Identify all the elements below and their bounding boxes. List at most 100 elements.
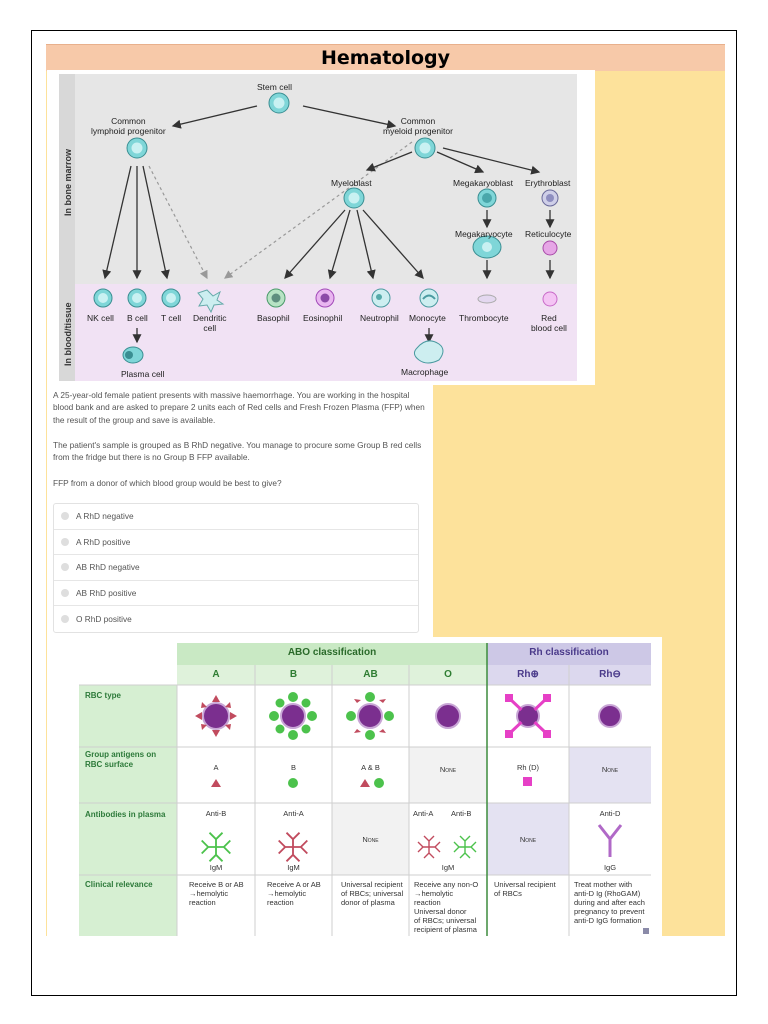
clinical-a-text: Receive B or AB →hemolytic reaction	[189, 880, 244, 907]
t-cell-label: T cell	[161, 313, 182, 323]
anti-d-igg-icon	[597, 824, 623, 857]
antigen-o-text: None	[439, 765, 457, 774]
myeloid-progenitor-label: Common myeloid progenitor	[383, 116, 453, 136]
nk-cell-label: NK cell	[87, 313, 114, 323]
myeloblast-label: Myeloblast	[331, 178, 372, 188]
megakaryoblast-shape	[477, 188, 497, 208]
dendritic-cell-shape	[197, 289, 225, 314]
macrophage-label: Macrophage	[401, 367, 449, 377]
reticulocyte-shape	[542, 240, 558, 256]
lymphoid-progenitor-shape	[126, 137, 148, 159]
anti-b-antibody-icon	[200, 831, 232, 863]
hematopoiesis-diagram: In bone marrow In blood/tissue Stem cell…	[47, 70, 595, 385]
rbc-ab-shape	[346, 692, 394, 740]
thrombocyte-shape	[477, 294, 497, 304]
rbc-b-shape	[269, 692, 317, 740]
basophil-label: Basophil	[257, 313, 290, 323]
red-blood-cell-label: Red blood cell	[531, 313, 567, 333]
question-prompt: FFP from a donor of which blood group wo…	[53, 478, 282, 488]
rh-classification-header: Rh classification	[529, 647, 609, 658]
igm-label-b: IgM	[287, 863, 300, 872]
reticulocyte-label: Reticulocyte	[525, 229, 572, 239]
t-cell-shape	[161, 288, 181, 308]
antibody-o-anti-b-label: Anti-B	[451, 809, 472, 818]
answer-option-label: O RhD positive	[76, 613, 132, 624]
o-anti-a-antibody-icon	[417, 835, 441, 859]
corner-mark	[643, 928, 649, 934]
red-blood-cell-shape	[542, 291, 558, 307]
row-head-clinical: Clinical relevance	[85, 880, 153, 889]
antibody-rh-positive-label: None	[519, 835, 537, 844]
hematopoiesis-svg	[59, 74, 577, 381]
answer-option[interactable]: A RhD positive	[54, 530, 418, 555]
question-paragraph-2: The patient's sample is grouped as B RhD…	[53, 440, 422, 463]
igg-label: IgG	[603, 863, 617, 872]
page-title: Hematology	[46, 44, 725, 71]
column-b-header: B	[289, 669, 298, 680]
antigen-ab-triangle	[360, 779, 370, 787]
answer-option[interactable]: A RhD negative	[54, 504, 418, 530]
row-head-rbc-type: RBC type	[85, 691, 122, 700]
megakaryoblast-label: Megakaryoblast	[453, 178, 514, 188]
column-a-header: A	[212, 669, 220, 680]
question-card: A 25-year-old female patient presents wi…	[47, 385, 433, 637]
monocyte-label: Monocyte	[409, 313, 446, 323]
plasma-cell-label: Plasma cell	[121, 369, 165, 379]
antigen-rh-positive-text: Rh (D)	[516, 763, 540, 772]
basophil-shape	[266, 288, 286, 308]
answer-option[interactable]: O RhD positive	[54, 606, 418, 632]
column-ab-header: AB	[363, 669, 378, 680]
abo-rh-table: ABO classification Rh classification A B…	[47, 637, 662, 936]
neutrophil-shape	[371, 288, 391, 308]
thrombocyte-label: Thrombocyte	[459, 313, 509, 323]
radio-icon[interactable]	[61, 537, 69, 546]
antibody-a-col-label: Anti-B	[205, 809, 227, 818]
question-paragraph-1: A 25-year-old female patient presents wi…	[53, 390, 425, 425]
antibody-o-anti-a-label: Anti-A	[413, 809, 434, 818]
row-head-antigens: Group antigens on RBC surface	[85, 750, 157, 769]
answer-option[interactable]: AB RhD negative	[54, 555, 418, 581]
o-anti-b-antibody-icon	[453, 835, 477, 859]
side-label-strip	[59, 74, 75, 381]
antigen-rhd-shape	[523, 777, 532, 786]
clinical-ab-text: Universal recipient of RBCs; universal d…	[341, 880, 404, 907]
row-head-antibodies: Antibodies in plasma	[85, 810, 166, 819]
igm-label-a: IgM	[209, 863, 223, 872]
radio-icon[interactable]	[61, 614, 69, 623]
antigen-ab-text: A & B	[361, 763, 380, 772]
abo-classification-header: ABO classification	[287, 647, 377, 658]
plasma-cell-shape	[122, 346, 144, 364]
in-blood-tissue-label: In blood/tissue	[63, 302, 73, 366]
antibody-ab-col-label: None	[362, 835, 379, 844]
column-rh-negative-header: Rh⊖	[599, 669, 621, 680]
answer-options: A RhD negative A RhD positive AB RhD neg…	[53, 503, 419, 633]
page-border	[31, 30, 737, 996]
antigen-b-circle	[288, 778, 298, 788]
anti-a-antibody-icon	[277, 831, 309, 863]
antigen-a-triangle	[211, 779, 221, 787]
stem-cell-label: Stem cell	[257, 82, 292, 92]
rbc-rh-positive-shape	[505, 694, 551, 738]
in-bone-marrow-label: In bone marrow	[63, 148, 73, 216]
radio-icon[interactable]	[61, 563, 69, 572]
answer-option-label: AB RhD positive	[76, 587, 137, 598]
answer-option-label: A RhD positive	[76, 536, 131, 547]
b-cell-shape	[127, 288, 147, 308]
clinical-o-text: Receive any non-O →hemolytic reaction Un…	[414, 880, 479, 934]
antigen-b-text: B	[290, 763, 296, 772]
lymphoid-progenitor-label: Common lymphoid progenitor	[91, 116, 166, 136]
column-o-header: O	[444, 669, 452, 680]
answer-option-label: A RhD negative	[76, 511, 134, 522]
megakaryocyte-label: Megakaryocyte	[455, 229, 513, 239]
answer-option-label: AB RhD negative	[76, 562, 140, 573]
answer-option[interactable]: AB RhD positive	[54, 581, 418, 606]
radio-icon[interactable]	[61, 512, 69, 521]
myeloid-progenitor-shape	[414, 137, 436, 159]
eosinophil-label: Eosinophil	[303, 313, 343, 323]
erythroblast-shape	[541, 189, 559, 207]
b-cell-label: B cell	[127, 313, 148, 323]
antibody-rh-negative-label: Anti-D	[599, 809, 621, 818]
abo-table-svg	[79, 643, 651, 936]
erythroblast-label: Erythroblast	[525, 178, 571, 188]
radio-icon[interactable]	[61, 588, 69, 597]
